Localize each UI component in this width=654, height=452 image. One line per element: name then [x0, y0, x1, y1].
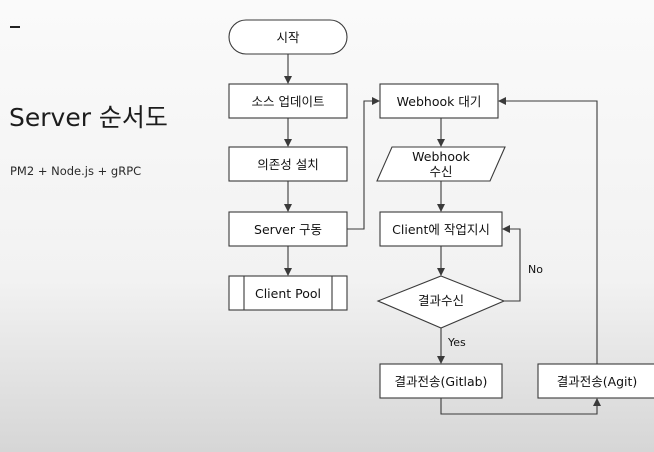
start-terminator: 시작	[228, 19, 348, 55]
webhook-wait-process: Webhook 대기	[379, 83, 499, 119]
server-run-process: Server 구동	[228, 211, 348, 247]
source-update-process: 소스 업데이트	[228, 83, 348, 119]
edge-gitlab-to-agit	[440, 398, 601, 415]
webhook-receive-io: Webhook 수신	[376, 146, 506, 182]
install-deps-label: 의존성 설치	[257, 157, 318, 172]
webhook-wait-label: Webhook 대기	[397, 94, 482, 109]
webhook-receive-label-line2: 수신	[429, 164, 452, 179]
edge-label-no: No	[528, 263, 543, 276]
send-gitlab-label: 결과전송(Gitlab)	[395, 374, 488, 389]
server-run-label: Server 구동	[254, 222, 322, 237]
source-update-label: 소스 업데이트	[252, 94, 325, 109]
webhook-receive-label-line1: Webhook	[412, 149, 470, 164]
client-task-label: Client에 작업지시	[392, 222, 490, 237]
client-task-process: Client에 작업지시	[379, 211, 503, 247]
slide-subtitle: PM2 + Node.js + gRPC	[10, 164, 142, 178]
send-gitlab-process: 결과전송(Gitlab)	[379, 363, 503, 399]
edge-run-to-webhook-wait	[347, 97, 380, 230]
install-deps-process: 의존성 설치	[228, 146, 348, 182]
start-label: 시작	[276, 30, 300, 45]
client-pool-label: Client Pool	[255, 286, 321, 301]
send-agit-label: 결과전송(Agit)	[557, 374, 638, 389]
send-agit-process: 결과전송(Agit)	[537, 363, 654, 399]
edge-label-yes: Yes	[447, 336, 466, 349]
edge-agit-to-webhook-wait	[498, 97, 598, 364]
result-receive-decision: 결과수신	[376, 275, 506, 329]
edge-decision-no	[502, 225, 521, 302]
slide-title: Server 순서도	[9, 103, 168, 132]
client-pool-predefined-process: Client Pool	[228, 275, 348, 311]
result-receive-label: 결과수신	[418, 293, 464, 308]
slide-dash-mark	[10, 26, 20, 28]
